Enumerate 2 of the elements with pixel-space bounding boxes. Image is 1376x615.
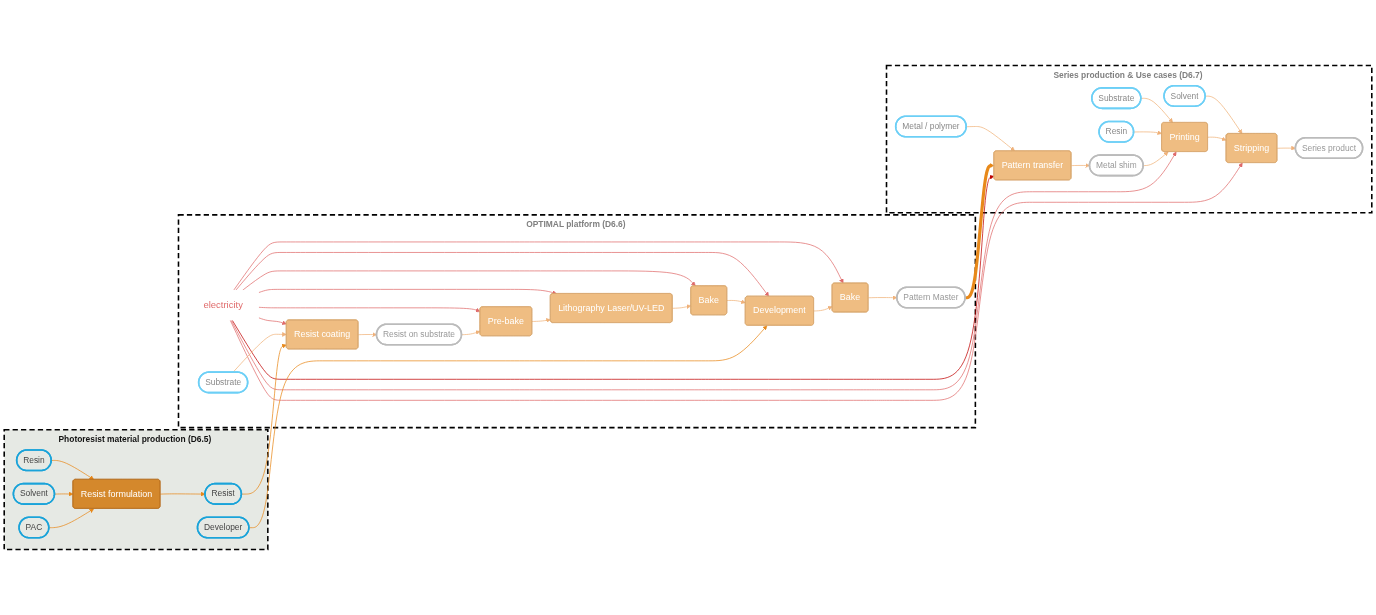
node-text: electricity: [203, 299, 243, 311]
arrow: [965, 163, 995, 300]
